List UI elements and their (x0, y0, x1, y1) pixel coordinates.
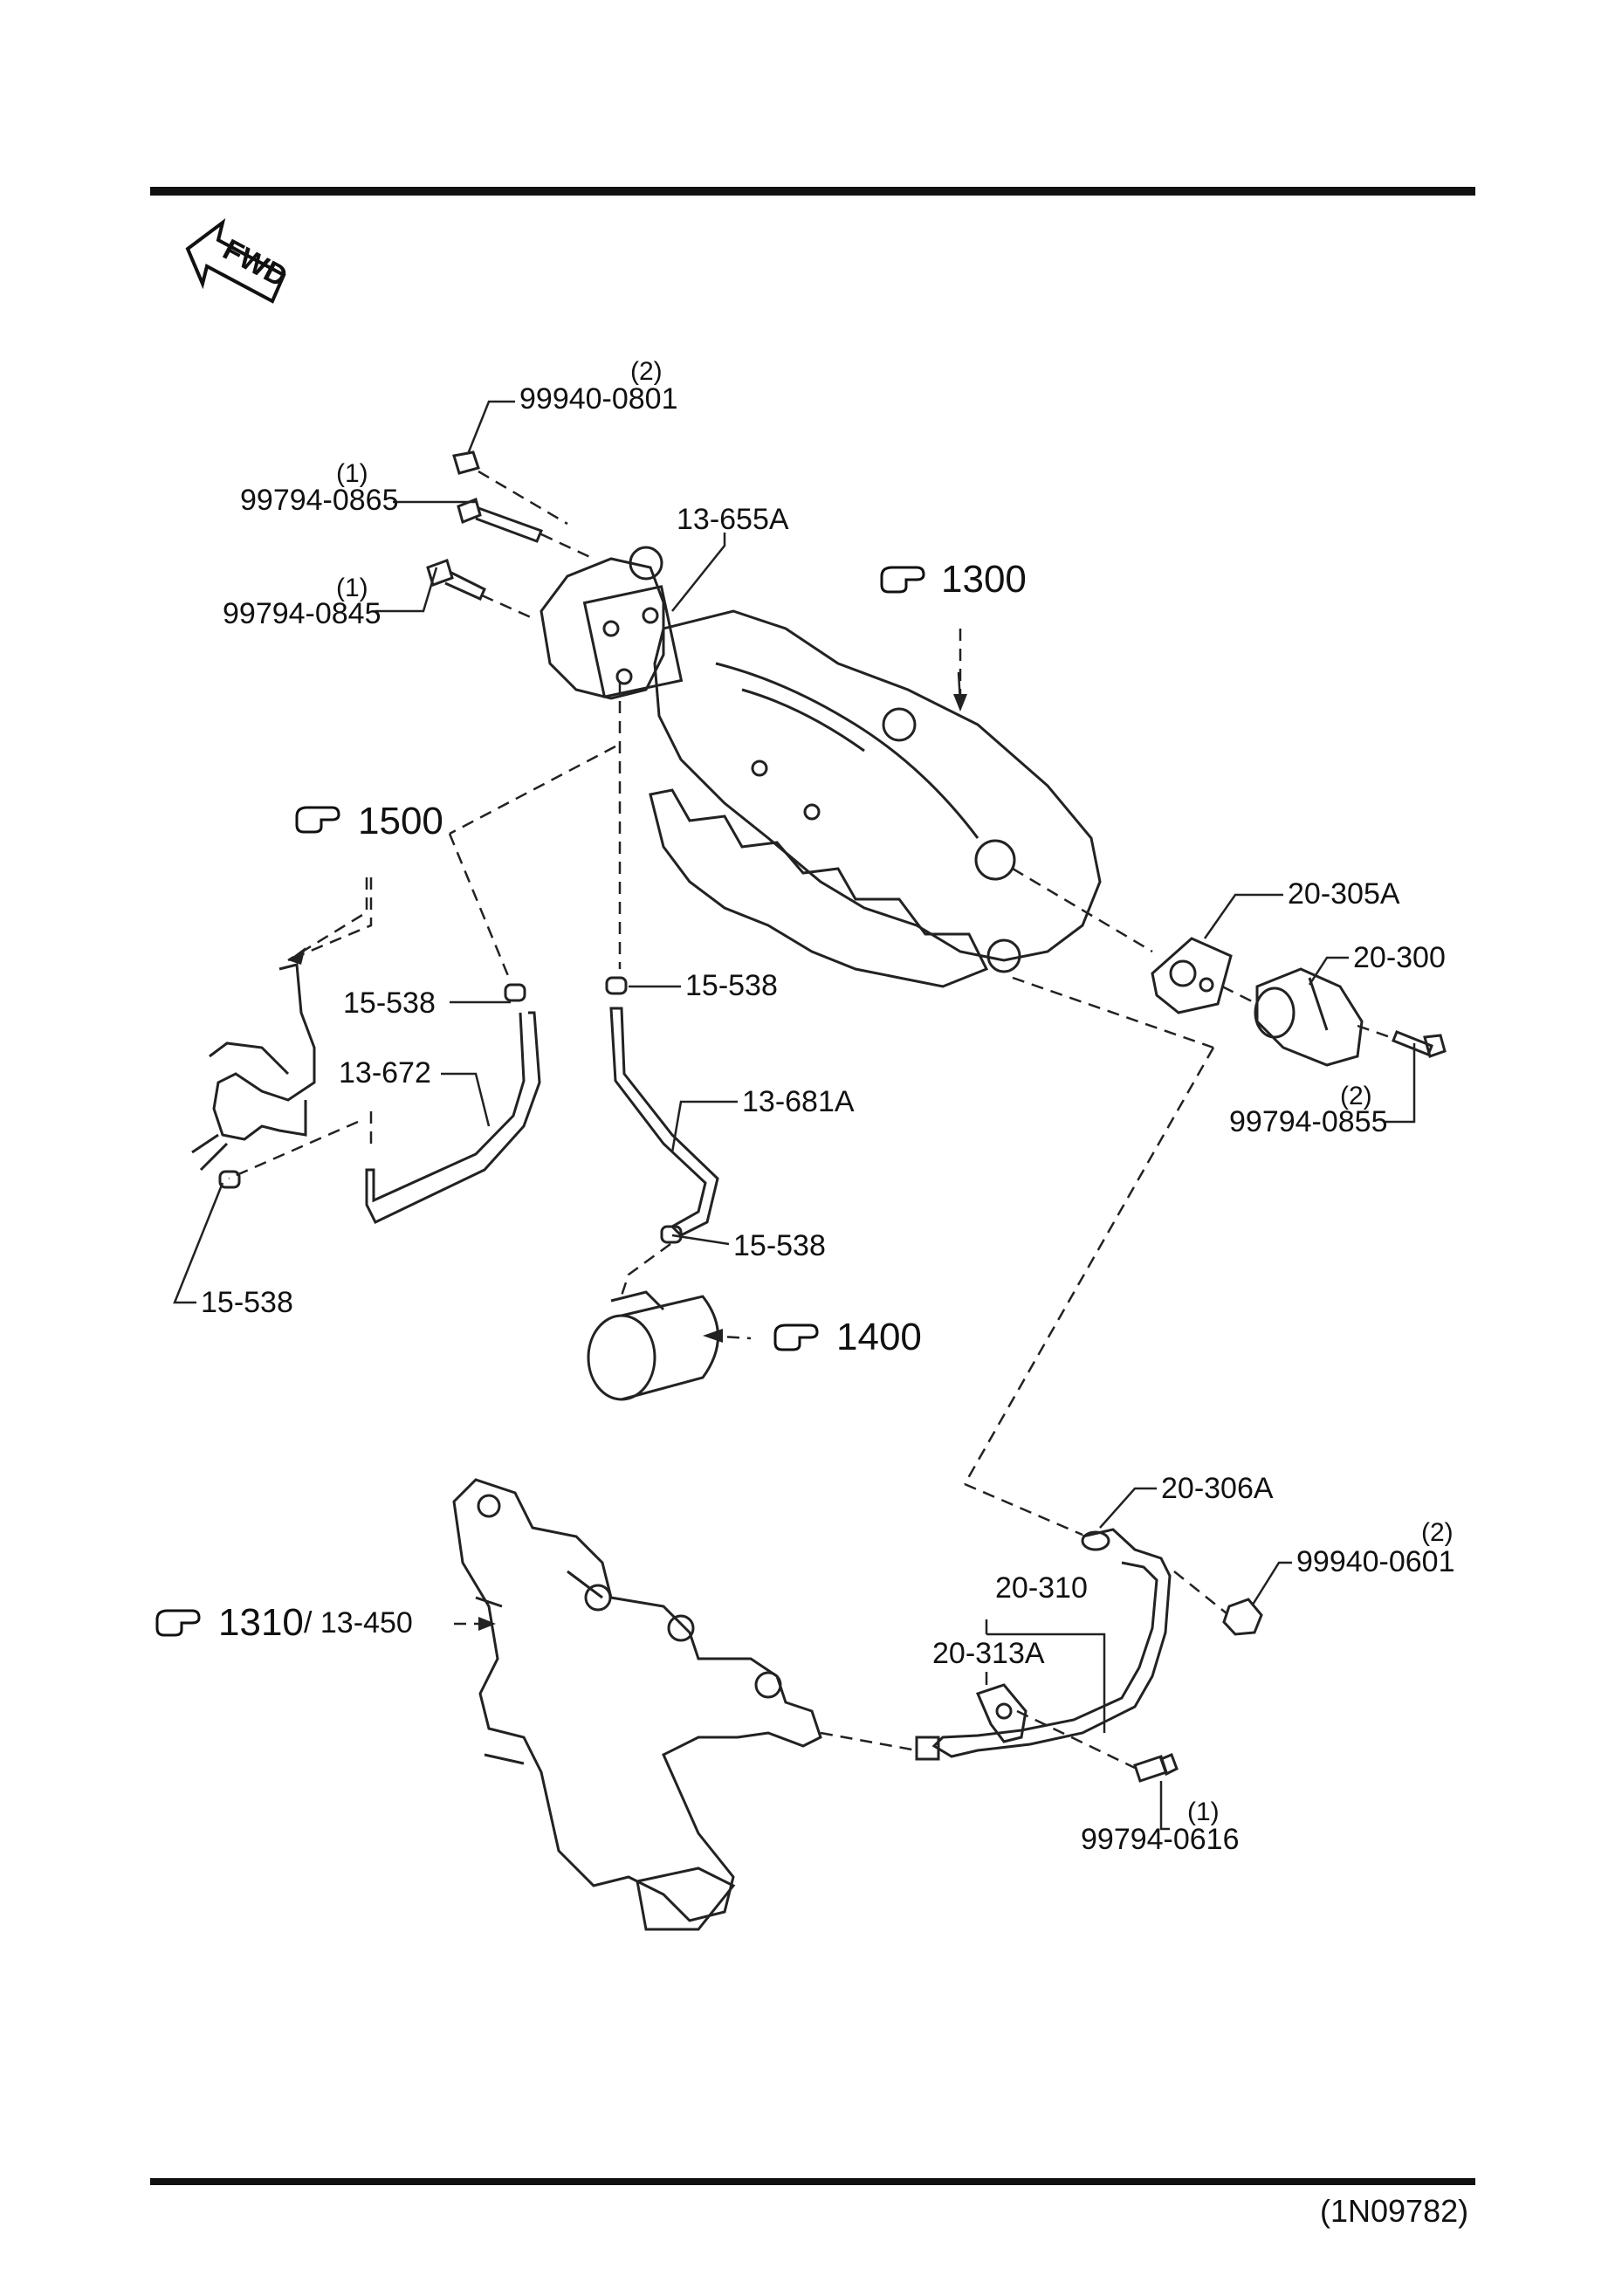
ref-pointer-icon-1400 (773, 1323, 819, 1351)
arrow-head-1310 (478, 1617, 496, 1631)
bracket-20-313A (975, 1683, 1027, 1743)
part-99940-0601: 99940-0601 (1296, 1545, 1455, 1578)
qty-99794-0855: (2) (1340, 1082, 1372, 1110)
qty-99794-0845: (1) (336, 574, 368, 602)
hose-13-672 (218, 983, 541, 1224)
fwd-arrow-icon: FWD (185, 218, 292, 304)
part-20-313A: 20-313A (932, 1637, 1045, 1670)
gasket-20-305A (1151, 937, 1233, 1014)
part-99794-0616: 99794-0616 (1081, 1823, 1240, 1856)
ref-1500[interactable]: 1500 (358, 800, 443, 842)
diagram-code: (1N09782) (1320, 2193, 1468, 2229)
qty-99940-0801: (2) (630, 357, 663, 386)
part-15-538-c: 15-538 (733, 1229, 826, 1262)
part-15-538-d: 15-538 (201, 1286, 293, 1319)
qty-99794-0865: (1) (336, 459, 368, 488)
qty-99794-0616: (1) (1187, 1798, 1220, 1826)
part-99794-0865: 99794-0865 (240, 484, 399, 517)
egr-valve-20-300 (1254, 967, 1364, 1067)
part-20-305A: 20-305A (1288, 877, 1400, 911)
part-20-300: 20-300 (1353, 941, 1446, 974)
bolt-99794-0855 (1392, 1030, 1447, 1058)
ref-1300[interactable]: 1300 (941, 558, 1027, 601)
ref-pointer-icon-1500 (295, 806, 340, 834)
arrow-head-1300 (953, 694, 967, 711)
bolt-99794-0616 (1133, 1753, 1179, 1783)
qty-99940-0601: (2) (1421, 1518, 1454, 1547)
nut-99940-0801 (452, 450, 480, 475)
ref-pointer-icon-1310 (155, 1609, 201, 1637)
top-rule (150, 187, 1475, 196)
part-15-538-b: 15-538 (685, 969, 778, 1002)
arrow-head-1500 (288, 947, 306, 965)
ref-1310[interactable]: 1310 (218, 1601, 304, 1644)
part-13-672: 13-672 (339, 1056, 431, 1090)
exhaust-manifold (452, 1478, 822, 1931)
bolt-99794-0865 (457, 497, 543, 543)
part-13-655A: 13-655A (677, 503, 789, 536)
ref-pointer-icon-1300 (880, 566, 925, 594)
part-15-538-a: 15-538 (343, 986, 436, 1020)
part-20-306A: 20-306A (1161, 1472, 1274, 1505)
intake-manifold (649, 609, 1102, 988)
hose-13-681A (605, 976, 719, 1244)
nut-99940-0601 (1222, 1598, 1263, 1636)
ref-1400[interactable]: 1400 (836, 1316, 922, 1358)
egr-pipe-20-310 (915, 1528, 1172, 1761)
throttle-body-flange (540, 546, 684, 700)
arrow-head-1400 (703, 1329, 723, 1343)
bolt-99794-0845 (426, 559, 486, 601)
part-99940-0801: 99940-0801 (519, 382, 678, 416)
air-duct-assembly (191, 963, 316, 1172)
bottom-rule (150, 2178, 1475, 2185)
canister (587, 1290, 719, 1401)
part-99794-0855: 99794-0855 (1229, 1105, 1388, 1138)
part-13-681A: 13-681A (742, 1085, 855, 1118)
ref-1310-sub: / 13-450 (304, 1606, 413, 1640)
part-20-310: 20-310 (995, 1571, 1088, 1605)
part-99794-0845: 99794-0845 (223, 597, 381, 630)
